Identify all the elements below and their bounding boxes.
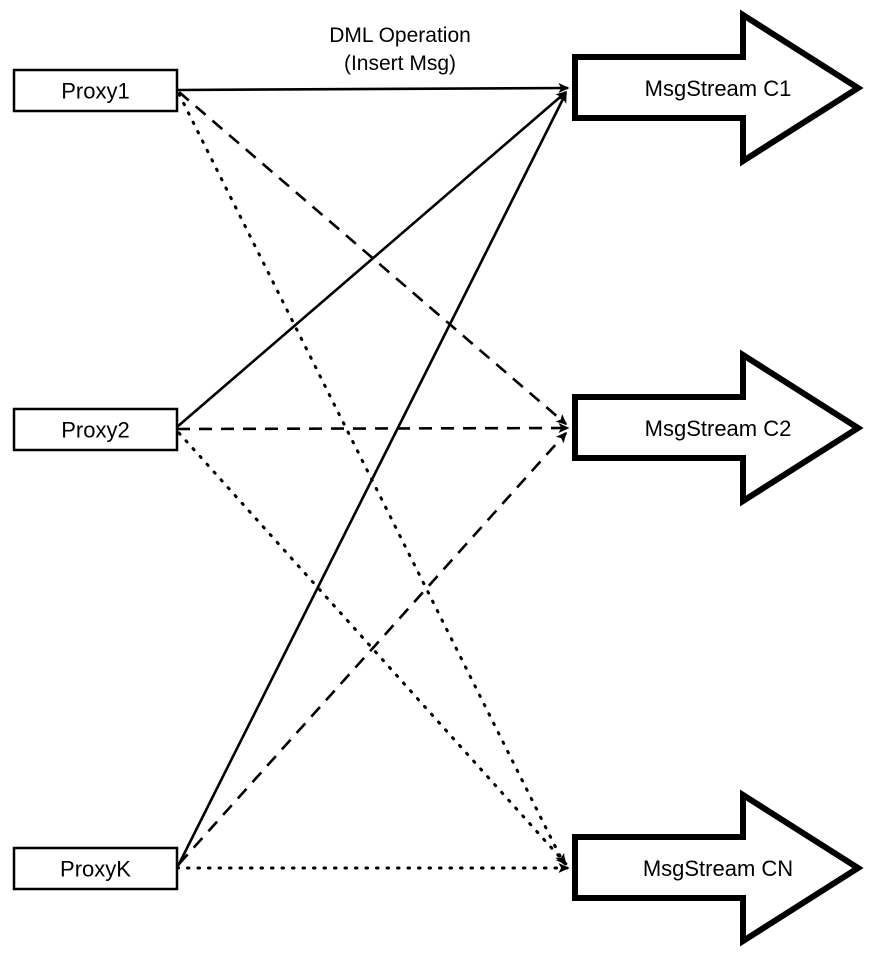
annotation-layer: DML Operation (Insert Msg) (329, 24, 471, 75)
stream-label: MsgStream CN (643, 856, 793, 881)
proxy-box-outline (12, 407, 179, 452)
stream-block-msgstream-c2[interactable]: MsgStream C2 (572, 349, 864, 507)
stream-block-msgstream-cn[interactable]: MsgStream CN (572, 789, 864, 947)
proxy-label: Proxy2 (61, 418, 129, 443)
stream-arrow-shape (572, 9, 864, 167)
dml-operation-caption: DML Operation (Insert Msg) (329, 24, 471, 75)
stream-arrow-shape (572, 349, 864, 507)
connection-proxyK-to-c2 (178, 431, 568, 865)
connections-layer (175, 83, 570, 873)
proxy-box-proxy2[interactable]: Proxy2 (12, 407, 179, 452)
proxy-box-outline (12, 68, 179, 113)
proxy-label: ProxyK (60, 857, 131, 882)
connection-proxy2-to-c2 (176, 423, 570, 434)
connection-proxyK-to-c1 (176, 91, 568, 867)
proxy-label: Proxy1 (61, 79, 129, 104)
dml-caption-line-2: (Insert Msg) (344, 52, 456, 75)
stream-arrow-shape (572, 789, 864, 947)
connection-proxy1-to-c1 (176, 83, 570, 94)
proxy-box-proxy1[interactable]: Proxy1 (12, 68, 179, 113)
proxy-box-outline (12, 846, 179, 891)
connection-proxy2-to-cn (177, 431, 568, 866)
proxy-box-proxyK[interactable]: ProxyK (12, 846, 179, 891)
stream-label: MsgStream C1 (645, 76, 792, 101)
stream-block-msgstream-c1[interactable]: MsgStream C1 (572, 9, 864, 167)
connection-proxy2-to-c1 (176, 91, 568, 428)
streams-layer: MsgStream C1 MsgStream C2 MsgStream CN (572, 9, 864, 947)
dml-caption-line-1: DML Operation (329, 24, 471, 47)
stream-label: MsgStream C2 (645, 416, 792, 441)
